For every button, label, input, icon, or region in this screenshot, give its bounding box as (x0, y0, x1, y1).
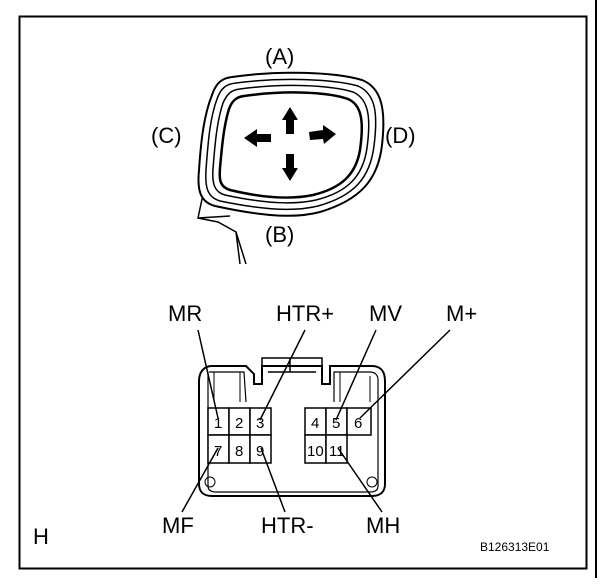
leader-mf (181, 447, 219, 513)
mirror-glass (218, 91, 364, 199)
pin-9: 9 (256, 443, 264, 460)
connector-inner-outline (207, 371, 379, 493)
mirror-illustration: (A) (B) (C) (D) (151, 44, 416, 265)
mirror-housing-inner (205, 78, 377, 211)
diagram-border (18, 15, 588, 570)
label-m-plus: M+ (446, 301, 477, 326)
mirror-label-d: (D) (385, 123, 416, 148)
label-mf: MF (162, 513, 194, 538)
label-htr-plus: HTR+ (276, 301, 334, 326)
pin-5: 5 (332, 415, 340, 432)
leader-mr (197, 329, 219, 419)
label-mh: MH (366, 513, 400, 538)
mirror-label-a: (A) (265, 44, 294, 69)
pin-2: 2 (235, 415, 243, 432)
leader-m-plus (359, 329, 451, 419)
pin-4: 4 (311, 415, 319, 432)
label-htr-minus: HTR- (261, 513, 314, 538)
arrow-down-icon (282, 154, 298, 181)
connector-rib-right (339, 372, 371, 402)
connector-rib-left (213, 372, 241, 402)
connector-corner-hole-left (204, 476, 216, 488)
arrow-up-icon (282, 107, 298, 134)
pin-6: 6 (354, 415, 362, 432)
pin-block-left (207, 407, 272, 464)
pin-3: 3 (256, 415, 264, 432)
pin-7: 7 (214, 443, 222, 460)
mirror-bracket (197, 184, 247, 265)
arrow-left-icon (244, 129, 271, 147)
arrow-right-icon (309, 125, 336, 144)
pin-10: 10 (307, 443, 324, 460)
mirror-label-b: (B) (265, 222, 294, 247)
leader-mv (335, 329, 377, 421)
mirror-glass-rim (212, 84, 370, 204)
label-mv: MV (369, 301, 402, 326)
mirror-housing-outer (197, 71, 385, 217)
pin-8: 8 (235, 443, 243, 460)
pin-11: 11 (329, 443, 345, 460)
mirror-label-c: (C) (151, 123, 182, 148)
leader-htr-minus (260, 447, 286, 513)
label-mr: MR (168, 301, 202, 326)
leader-mh (337, 447, 383, 513)
pin-block-right (304, 407, 372, 464)
connector-illustration: 1 2 3 4 5 6 7 8 9 10 11 MR HTR+ MV M+ MF… (162, 301, 477, 538)
leader-htr-plus (259, 329, 306, 421)
pin-1: 1 (214, 415, 222, 432)
connector-corner-hole-right (366, 476, 378, 488)
figure-code: B126313E01 (480, 540, 550, 554)
view-letter: H (33, 524, 49, 549)
mirror-bracket-base (197, 215, 231, 219)
leader-lines (181, 329, 451, 513)
